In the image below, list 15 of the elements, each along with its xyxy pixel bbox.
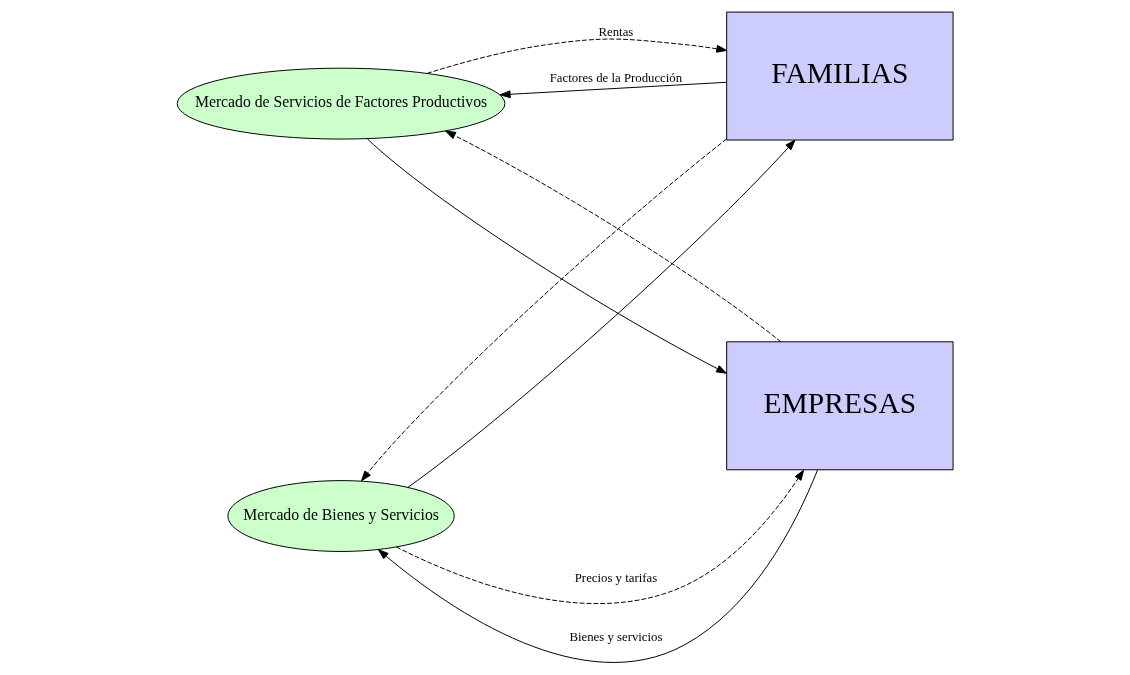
arrow [407,139,796,488]
edge-label: Precios y tarifas [574,571,658,586]
arrow [366,138,727,374]
edge-label: Rentas [598,25,634,40]
node-ellipse: Mercado de Bienes y Servicios [227,480,455,552]
arrow [377,469,819,663]
edge-label: Bienes y servicios [569,630,663,645]
arrow [499,81,727,99]
arrow [395,469,805,604]
node-box: EMPRESAS [726,341,954,471]
arrow [426,38,728,74]
edge-label: Factores de la Producción [549,71,683,86]
arrow [445,130,782,343]
arrow [361,138,728,482]
node-box: FAMILIAS [726,11,954,141]
